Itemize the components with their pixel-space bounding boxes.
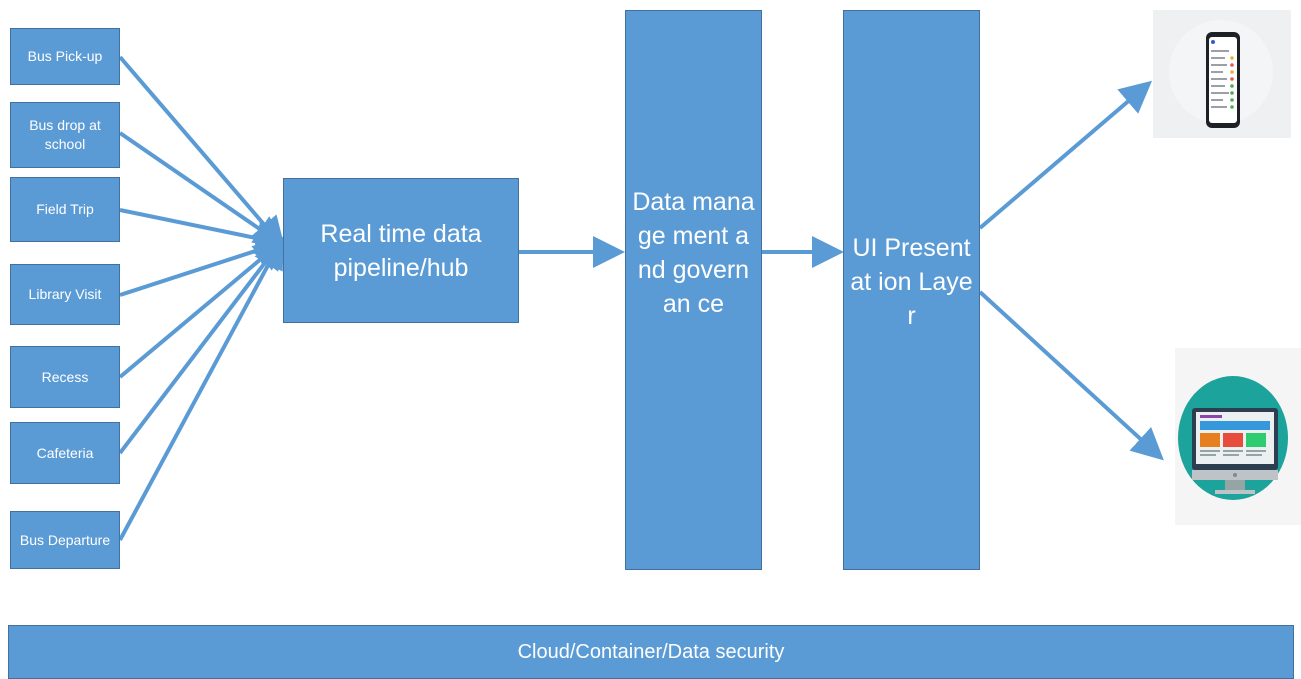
source-library-visit: Library Visit: [10, 264, 120, 325]
arrow-bus-departure: [118, 235, 284, 541]
desktop-monitor-icon: [1175, 348, 1301, 525]
arrow-recess: [118, 237, 287, 379]
arrow-ui-to-desktop: [978, 290, 1164, 461]
source-bus-pickup: Bus Pick-up: [10, 28, 120, 85]
data-management-box: Data manage ment and governan ce: [625, 10, 762, 570]
ui-presentation-layer-box: UI Presentat ion Layer: [843, 10, 980, 570]
arrow-ui-to-mobile: [978, 80, 1153, 230]
mobile-phone-icon: [1153, 10, 1291, 138]
cloud-security-bar: Cloud/Container/Data security: [8, 625, 1294, 679]
arrow-bus-pickup: [118, 55, 286, 250]
pipeline-hub-box: Real time data pipeline/hub: [283, 178, 519, 323]
arrow-cafeteria: [118, 236, 285, 455]
source-field-trip: Field Trip: [10, 177, 120, 242]
source-bus-departure: Bus Departure: [10, 511, 120, 569]
source-recess: Recess: [10, 346, 120, 408]
source-bus-drop-at-school: Bus drop at school: [10, 102, 120, 168]
source-cafeteria: Cafeteria: [10, 422, 120, 484]
